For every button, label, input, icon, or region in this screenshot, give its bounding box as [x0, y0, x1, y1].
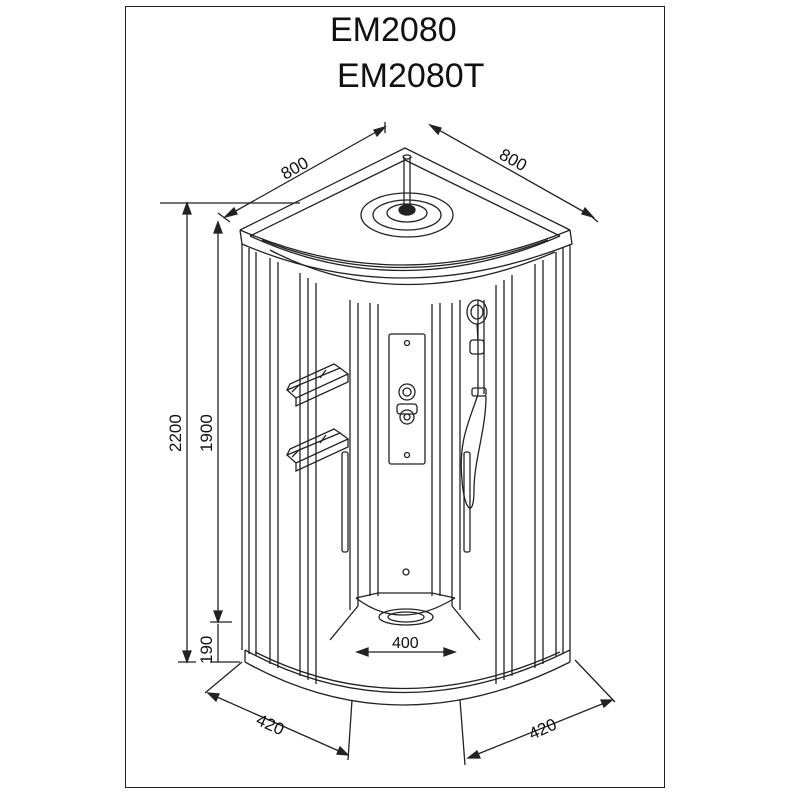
- dimension-bottom-right: 420: [459, 659, 616, 766]
- hand-shower: [460, 299, 488, 509]
- model-title-primary: EM2080: [330, 11, 457, 49]
- dim-top-right-label: 800: [496, 145, 530, 175]
- dimension-total-height: 2200: [160, 201, 300, 664]
- dim-top-left-label: 800: [278, 153, 312, 183]
- dimension-tray-height: 190: [197, 624, 240, 664]
- shower-tray: [244, 592, 571, 706]
- dimension-top-right: 800: [428, 123, 599, 223]
- dim-bottom-right-label: 420: [526, 715, 560, 744]
- dim-drain-width-label: 400: [392, 635, 419, 652]
- left-frame-posts: [241, 244, 359, 684]
- back-panel: [369, 303, 441, 596]
- dim-cabin-height-label: 1900: [197, 414, 216, 452]
- model-title-secondary: EM2080T: [337, 57, 485, 95]
- dim-bottom-left-label: 420: [253, 710, 287, 739]
- dim-total-height-label: 2200: [166, 414, 185, 452]
- dimension-top-left: 800: [217, 122, 387, 223]
- right-frame-posts: [451, 244, 571, 684]
- cabin-roof: [239, 147, 573, 286]
- drawing-border: [125, 6, 665, 788]
- dim-tray-height-label: 190: [197, 636, 216, 664]
- door-handles: [341, 451, 471, 553]
- corner-shelves: [285, 363, 350, 473]
- dimension-drain-width: 400: [355, 635, 457, 657]
- dimension-cabin-height: 1900: [197, 220, 232, 624]
- dimension-bottom-left: 420: [204, 661, 353, 761]
